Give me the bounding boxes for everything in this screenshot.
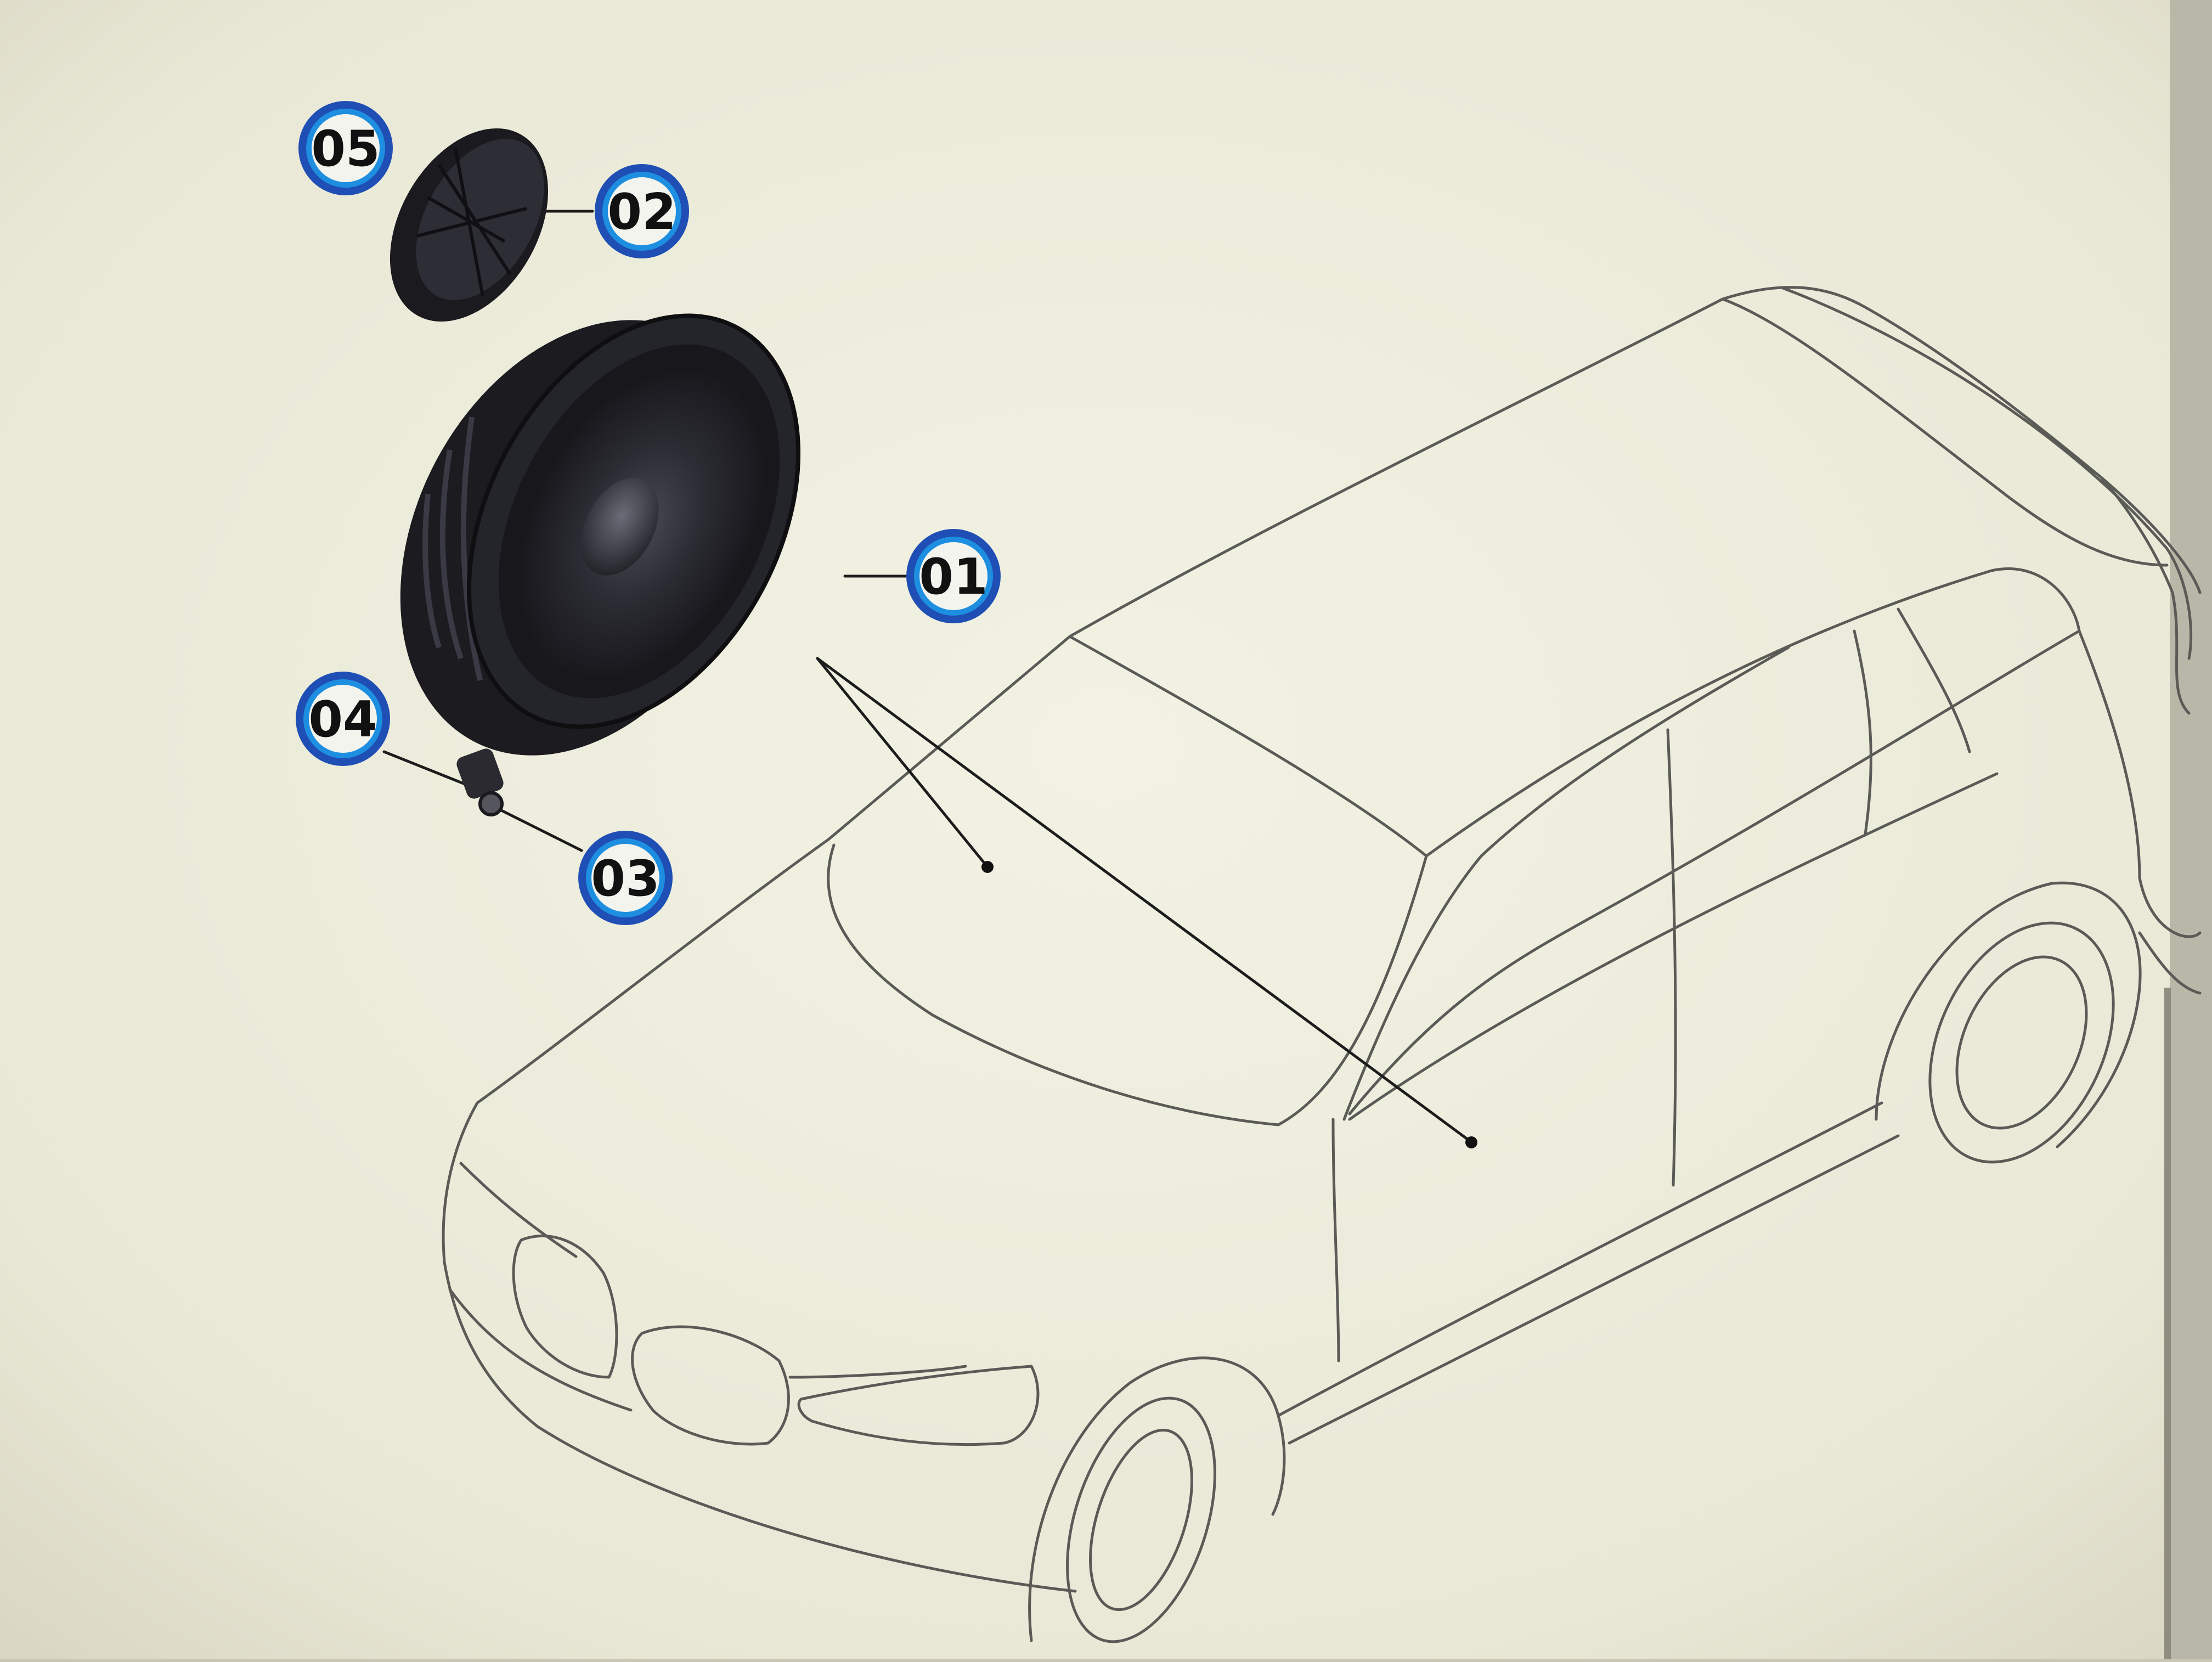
car-door-line bbox=[1331, 1118, 1340, 1362]
car-windshield-base bbox=[1277, 854, 1428, 1126]
speaker-frame-ribs bbox=[422, 416, 483, 681]
tweeter-part bbox=[390, 128, 549, 322]
car-rear-wheel-arch bbox=[1875, 881, 2142, 1148]
callout-02: 02 bbox=[595, 164, 689, 258]
leader-lines bbox=[382, 210, 1472, 1143]
car-sill bbox=[1277, 1101, 1883, 1417]
callout-03: 03 bbox=[578, 831, 673, 925]
leader-to-door-rear bbox=[816, 657, 1472, 1143]
car-side-window bbox=[1348, 567, 2081, 1115]
callout-04: 04 bbox=[296, 672, 390, 766]
car-beltline bbox=[1348, 772, 1999, 1121]
car-roof-rail bbox=[1781, 286, 2193, 660]
speaker-mount-screw bbox=[478, 791, 504, 816]
car-rear-corner bbox=[2078, 629, 2202, 938]
car-rear-bumper bbox=[2138, 931, 2202, 995]
callout-face bbox=[608, 177, 676, 245]
callout-01: 01 bbox=[906, 529, 1001, 623]
leader-04 bbox=[382, 750, 468, 786]
monitor-bezel-edge bbox=[2164, 988, 2171, 1659]
car-sill-lower bbox=[1288, 1134, 1900, 1445]
car-front-lower bbox=[448, 1288, 633, 1412]
callout-label: 04 bbox=[308, 691, 377, 748]
car-rear-pillar bbox=[2100, 476, 2191, 715]
leader-to-door-front bbox=[816, 657, 989, 869]
car-windshield-top bbox=[1068, 635, 1428, 858]
callout-face bbox=[919, 542, 988, 610]
car-front-wheel-arch bbox=[1028, 1356, 1286, 1642]
speaker-dust-cap bbox=[581, 478, 659, 576]
car-window-line bbox=[1897, 607, 1971, 753]
car-headlight-center bbox=[631, 1325, 790, 1446]
car-front-wheel-rim bbox=[1089, 1428, 1193, 1612]
car-hood-top bbox=[476, 838, 830, 1105]
car-c-pillar bbox=[1853, 629, 1872, 836]
car-roof-inner bbox=[1721, 297, 2169, 567]
leader-03 bbox=[492, 805, 583, 852]
leader-endpoint-front bbox=[981, 861, 994, 873]
callout-label: 03 bbox=[591, 850, 659, 908]
speaker-mount-tab bbox=[456, 748, 504, 799]
callouts: 01 02 03 04 05 bbox=[296, 101, 1001, 925]
car-windshield-frame bbox=[827, 635, 1071, 841]
car-front-wheel bbox=[1066, 1396, 1216, 1643]
car-bumper-line bbox=[459, 1162, 578, 1258]
car-front-face bbox=[442, 1101, 1077, 1593]
callout-face bbox=[591, 844, 659, 912]
callout-label: 01 bbox=[919, 548, 988, 606]
speaker-part bbox=[400, 313, 801, 816]
car-a-pillar bbox=[1342, 646, 1790, 1121]
callout-label: 05 bbox=[311, 120, 380, 178]
car-rear-wheel-rim bbox=[1955, 955, 2088, 1130]
car-grille-line bbox=[788, 1365, 967, 1379]
car-rear-wheel bbox=[1928, 921, 2115, 1164]
monitor-bezel bbox=[2170, 0, 2212, 1659]
tweeter-grille bbox=[416, 148, 527, 297]
car-hood-front-curve bbox=[827, 843, 1280, 1126]
car-b-pillar bbox=[1666, 728, 1677, 1187]
callout-face bbox=[309, 685, 377, 753]
callout-label: 02 bbox=[607, 183, 676, 241]
car-headlight-left bbox=[512, 1235, 618, 1379]
leader-endpoint-rear bbox=[1465, 1136, 1477, 1148]
car-line-art bbox=[442, 286, 2202, 1643]
callout-05: 05 bbox=[298, 101, 393, 195]
callout-face bbox=[312, 114, 380, 182]
car-fog-lamp bbox=[797, 1365, 1040, 1446]
